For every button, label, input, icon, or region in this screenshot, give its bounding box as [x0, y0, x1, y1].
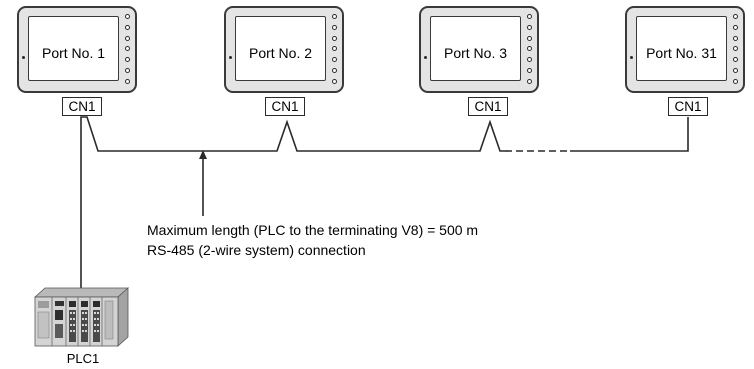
function-key-icon	[331, 35, 337, 41]
plc-label: PLC1	[66, 351, 100, 366]
panel-screen: Port No. 2	[235, 16, 326, 81]
function-key-icon	[331, 46, 337, 52]
function-key-icon	[526, 46, 532, 52]
connector-cn1-port-1: CN1	[62, 97, 102, 116]
function-key-icon	[331, 14, 337, 19]
power-led-icon	[22, 56, 25, 59]
function-key-icon	[732, 35, 738, 41]
function-key-icon	[331, 78, 337, 84]
function-key-icon	[124, 57, 130, 63]
panel-port-1: Port No. 1	[17, 6, 137, 93]
function-key-icon	[526, 78, 532, 84]
function-keys	[330, 14, 338, 84]
bus-cable-solid	[80, 116, 505, 290]
function-key-icon	[331, 57, 337, 63]
function-key-icon	[526, 35, 532, 41]
function-key-icon	[732, 68, 738, 74]
function-key-icon	[124, 24, 130, 30]
panel-port-2: Port No. 2	[224, 6, 344, 93]
panel-label: Port No. 3	[443, 45, 508, 61]
function-key-icon	[732, 24, 738, 30]
power-led-icon	[229, 56, 232, 59]
panel-label: Port No. 2	[248, 45, 313, 61]
function-key-icon	[526, 57, 532, 63]
function-key-icon	[732, 46, 738, 52]
panel-screen: Port No. 31	[636, 16, 727, 81]
function-key-icon	[124, 46, 130, 52]
function-key-icon	[124, 35, 130, 41]
function-key-icon	[526, 14, 532, 19]
function-key-icon	[124, 14, 130, 19]
function-key-icon	[124, 68, 130, 74]
function-key-icon	[124, 78, 130, 84]
panel-port-3: Port No. 3	[419, 6, 539, 93]
function-key-icon	[526, 68, 532, 74]
function-key-icon	[732, 14, 738, 19]
max-length-note: Maximum length (PLC to the terminating V…	[147, 222, 479, 238]
connector-cn1-port-31: CN1	[668, 97, 708, 116]
power-led-icon	[630, 56, 633, 59]
connector-cn1-port-2: CN1	[265, 97, 305, 116]
function-key-icon	[732, 57, 738, 63]
panel-label: Port No. 31	[646, 45, 717, 61]
plc-icon	[33, 287, 130, 347]
panel-port-31: Port No. 31	[625, 6, 745, 93]
bus-cable-end	[570, 117, 689, 152]
function-key-icon	[526, 24, 532, 30]
connection-type-note: RS-485 (2-wire system) connection	[147, 242, 366, 258]
power-led-icon	[424, 56, 427, 59]
connector-cn1-port-3: CN1	[468, 97, 508, 116]
length-arrow-head	[199, 150, 207, 159]
function-key-icon	[331, 24, 337, 30]
function-keys	[123, 14, 131, 84]
function-key-icon	[331, 68, 337, 74]
panel-label: Port No. 1	[41, 45, 106, 61]
panel-screen: Port No. 1	[28, 16, 119, 81]
panel-screen: Port No. 3	[430, 16, 521, 81]
function-key-icon	[732, 78, 738, 84]
function-keys	[731, 14, 739, 84]
function-keys	[525, 14, 533, 84]
